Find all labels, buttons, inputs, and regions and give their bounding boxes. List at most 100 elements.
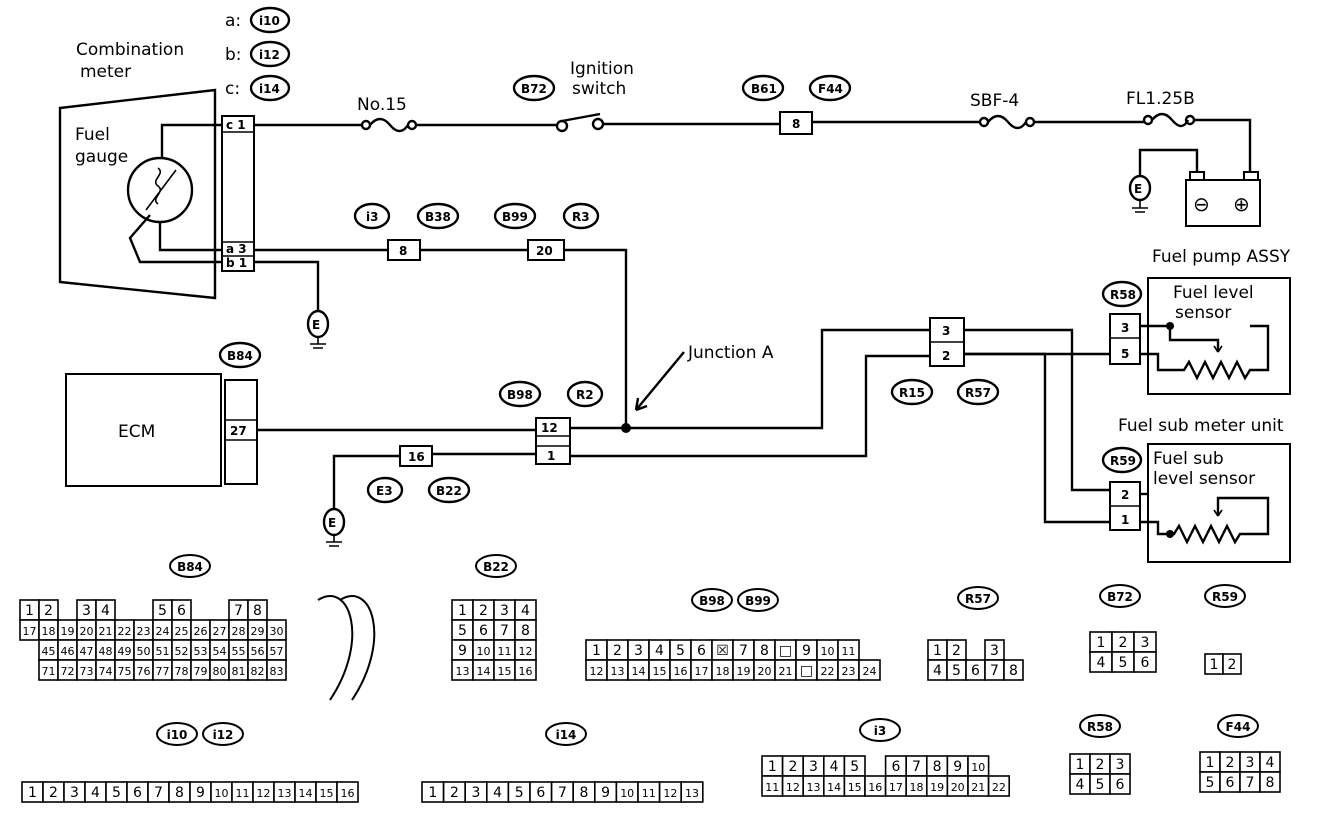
battery-minus-icon: ⊖ [1193, 192, 1210, 216]
pin-number: 74 [99, 665, 113, 678]
fuel-sub-meter-unit-label: Fuel sub meter unit [1118, 416, 1284, 436]
face-tag-label: B22 [483, 560, 509, 574]
connector-e3-b22: 16 E3 B22 E [322, 445, 471, 547]
pin-number: 3 [634, 643, 643, 659]
pin-number: 50 [137, 645, 151, 658]
pin-number: 51 [156, 645, 170, 658]
pin-meter-c1: c 1 [226, 118, 246, 132]
gauge-coil-icon [145, 167, 177, 211]
pin-cell [1259, 771, 1281, 793]
pin-number: 23 [842, 665, 856, 678]
face-tag-outline [156, 722, 198, 746]
pin-number: 2 [49, 785, 58, 801]
connector-r58 [1109, 313, 1141, 365]
tag-i10: i10 [259, 14, 280, 28]
pin-cell [680, 781, 704, 803]
face-tag-label: B84 [177, 560, 203, 574]
combination-meter: Combination meter Fuel gauge c 1 a 3 b 1 [58, 40, 255, 300]
pin-r59-top: 2 [1121, 488, 1129, 502]
pin-number: 19 [737, 665, 751, 678]
pin-cell [1222, 653, 1242, 675]
pin-number: 6 [177, 603, 186, 619]
pin-number: 45 [42, 645, 56, 658]
tag-b61-outline [741, 74, 785, 102]
ignition-switch-label-2: switch [572, 79, 626, 99]
pin-meter-a3: a 3 [226, 242, 247, 256]
pin-number: 4 [91, 785, 100, 801]
face-tag-label: i14 [556, 728, 577, 742]
tag-b38: B38 [425, 210, 451, 224]
pin-number: 3 [82, 603, 91, 619]
tag-e3-outline [366, 476, 404, 504]
pin-number: 22 [118, 625, 132, 638]
pin-number: 3 [472, 785, 481, 801]
fuse-sbf4-icon [987, 114, 1027, 130]
pin-number: 11 [498, 645, 512, 658]
tag-b22: B22 [436, 484, 462, 498]
pin-number: 6 [1116, 777, 1125, 793]
connector-r15-r57: 3 2 R15 R57 [890, 317, 1110, 492]
pin-number: 25 [175, 625, 189, 638]
pin-number: 2 [613, 643, 622, 659]
pin-b99-r3: 20 [536, 244, 553, 258]
pin-number: 6 [133, 785, 142, 801]
face-tag-label: F44 [1226, 720, 1251, 734]
fl-label: FL1.25B [1126, 89, 1195, 109]
meter-ground: E [254, 260, 330, 349]
pin-number: □ [779, 643, 792, 659]
fuel-sub-meter-unit: Fuel sub meter unit Fuel sub level senso… [964, 352, 1291, 563]
pin-r15-r57-top: 3 [942, 324, 950, 338]
pin-cell [336, 781, 359, 803]
pin-number: 22 [821, 665, 835, 678]
pin-number: 80 [213, 665, 227, 678]
pin-number: 1 [933, 643, 942, 659]
pin-number: 16 [868, 781, 882, 794]
tag-r15-outline [890, 378, 934, 406]
meter-connector [221, 115, 255, 272]
face-tag-outline [475, 554, 517, 578]
combination-meter-outline [58, 88, 217, 300]
pin-number: 12 [663, 787, 677, 800]
pin-number: 24 [156, 625, 170, 638]
pin-number: 1 [592, 643, 601, 659]
pin-number: 6 [697, 643, 706, 659]
tag-b99: B99 [502, 210, 528, 224]
pin-number: 10 [971, 761, 985, 774]
pin-number: 5 [850, 759, 859, 775]
face-tag-outline [691, 588, 733, 612]
pin-number: 8 [933, 759, 942, 775]
pin-number: 1 [428, 785, 437, 801]
pin-number: 49 [118, 645, 132, 658]
pin-number: 7 [1246, 775, 1255, 791]
tag-f44-outline [808, 74, 852, 102]
pin-number: 8 [253, 603, 262, 619]
pin-number: 12 [519, 645, 533, 658]
pin-number: 5 [1096, 777, 1105, 793]
tag-i14: i14 [259, 82, 280, 96]
pin-number: 4 [1266, 755, 1275, 771]
pin-number: 76 [137, 665, 151, 678]
pin-number: 9 [953, 759, 962, 775]
fuel-sub-level-sensor-label-1: Fuel sub [1153, 449, 1224, 469]
tag-f44: F44 [818, 82, 843, 96]
pin-number: 16 [674, 665, 688, 678]
pin-number: 53 [194, 645, 208, 658]
pin-cell [987, 775, 1010, 797]
pin-b98-r2-bottom: 1 [547, 449, 555, 463]
pin-number: 77 [156, 665, 170, 678]
pin-number: 2 [450, 785, 459, 801]
fuse-no15-icon [369, 117, 409, 133]
tag-r58: R58 [1110, 288, 1136, 302]
pin-number: 7 [558, 785, 567, 801]
pin-number: 30 [270, 625, 284, 638]
pin-number: 6 [479, 623, 488, 639]
connector-b98-r2: 12 1 B98 R2 [432, 328, 930, 465]
pin-number: 15 [848, 781, 862, 794]
pin-number: 15 [498, 665, 512, 678]
pin-number: 2 [1226, 755, 1235, 771]
ecm-label: ECM [118, 422, 155, 442]
